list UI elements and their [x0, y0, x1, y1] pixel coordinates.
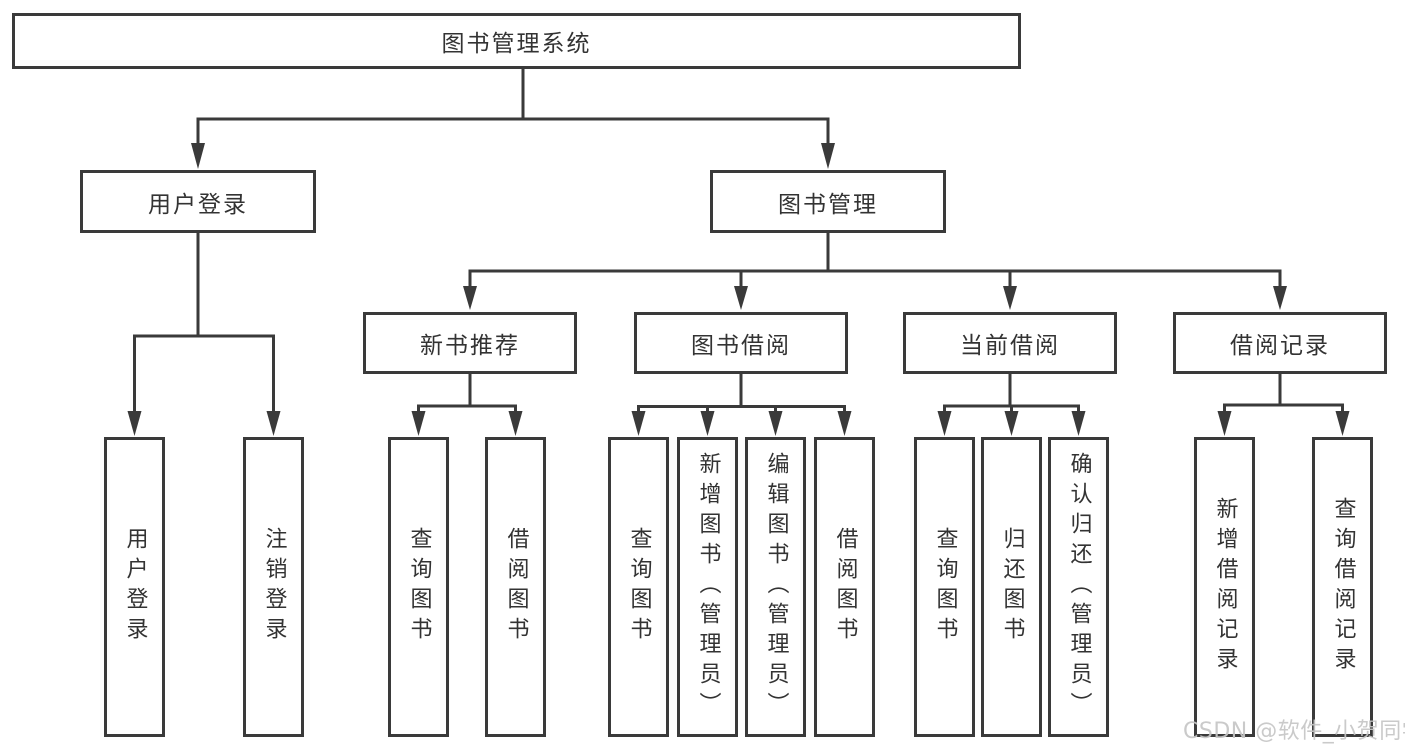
connector-arrow — [734, 286, 748, 310]
connector-arrow — [837, 411, 852, 436]
connector-arrow — [266, 411, 281, 436]
connector-arrow — [1335, 411, 1350, 436]
node-add-borrow-record: 新增借阅记录 — [1194, 437, 1255, 737]
node-user-login: 用户登录 — [80, 170, 316, 233]
node-query-books-1: 查询图书 — [388, 437, 449, 737]
node-confirm-return-admin: 确认归还（管理员） — [1048, 437, 1109, 737]
node-logout: 注销登录 — [243, 437, 304, 737]
connector-arrow — [768, 411, 783, 436]
connector-root — [191, 68, 835, 169]
connector-arrow — [463, 286, 477, 310]
node-query-books-3: 查询图书 — [914, 437, 975, 737]
node-add-books-admin: 新增图书（管理员） — [677, 437, 738, 737]
connector-user-login — [127, 232, 281, 436]
connector-arrow — [1004, 411, 1019, 436]
node-return-books: 归还图书 — [981, 437, 1042, 737]
node-current-borrow: 当前借阅 — [903, 312, 1117, 374]
node-query-borrow-record: 查询借阅记录 — [1312, 437, 1373, 737]
node-user-login-leaf: 用户登录 — [104, 437, 165, 737]
connector-arrow — [1071, 411, 1086, 436]
connector-arrow — [631, 411, 646, 436]
connector-book-management — [463, 232, 1287, 310]
node-edit-books-admin: 编辑图书（管理员） — [745, 437, 806, 737]
connector-book-borrow — [631, 372, 852, 436]
connector-arrow — [1217, 411, 1232, 436]
connector-arrow — [821, 143, 835, 169]
node-book-management: 图书管理 — [710, 170, 946, 233]
connector-new-book-recommend — [411, 372, 523, 436]
connector-current-borrow — [937, 372, 1086, 436]
connector-arrow — [411, 411, 426, 436]
connector-arrow — [127, 411, 142, 436]
connector-borrow-records — [1217, 372, 1350, 436]
connector-arrow — [937, 411, 952, 436]
node-borrow-books-2: 借阅图书 — [814, 437, 875, 737]
node-book-system: 图书管理系统 — [12, 13, 1021, 69]
node-query-books-2: 查询图书 — [608, 437, 669, 737]
node-new-book-recommend: 新书推荐 — [363, 312, 577, 374]
watermark: CSDN @软件_小贺同学 — [1183, 719, 1405, 744]
connector-arrow — [1273, 286, 1287, 310]
node-book-borrow: 图书借阅 — [634, 312, 848, 374]
node-borrow-books-1: 借阅图书 — [485, 437, 546, 737]
connector-arrow — [700, 411, 715, 436]
connector-arrow — [508, 411, 523, 436]
connector-arrow — [191, 143, 205, 169]
node-borrow-records: 借阅记录 — [1173, 312, 1387, 374]
connector-arrow — [1003, 286, 1017, 310]
